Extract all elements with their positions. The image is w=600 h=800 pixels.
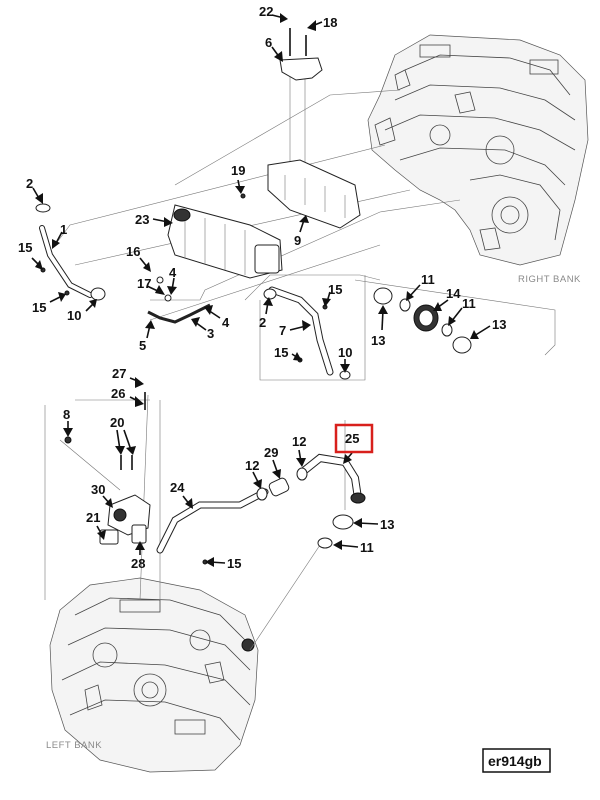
callout-15: 15 xyxy=(274,345,288,360)
clamp-12-left xyxy=(256,487,268,501)
clamp-13-right xyxy=(452,336,472,354)
callout-4: 4 xyxy=(222,315,230,330)
callout-2: 2 xyxy=(26,176,33,191)
bracket-6 xyxy=(279,57,323,81)
lower-egr-assembly xyxy=(64,392,366,565)
callout-12: 12 xyxy=(245,458,259,473)
callout-21: 21 xyxy=(86,510,100,525)
callout-27: 27 xyxy=(112,366,126,381)
clamp-13-lower xyxy=(332,514,354,530)
callout-14: 14 xyxy=(446,286,461,301)
callout-17: 17 xyxy=(137,276,151,291)
callout-3: 3 xyxy=(207,326,214,341)
callout-arrows xyxy=(31,13,491,567)
callout-11: 11 xyxy=(421,272,435,287)
egr-cooler-assembly xyxy=(35,28,472,380)
right-bank-engine-illustration xyxy=(367,34,589,266)
callout-18: 18 xyxy=(323,15,337,30)
callout-1: 1 xyxy=(60,222,67,237)
callout-29: 29 xyxy=(264,445,278,460)
callout-15: 15 xyxy=(32,300,46,315)
clamp-12-right xyxy=(296,467,308,481)
clamp-13-left xyxy=(373,287,393,305)
callout-20: 20 xyxy=(110,415,124,430)
callout-23: 23 xyxy=(135,212,149,227)
left-bank-label: LEFT BANK xyxy=(46,740,102,751)
callout-13: 13 xyxy=(371,333,385,348)
callout-6: 6 xyxy=(265,35,272,50)
callout-25: 25 xyxy=(345,431,359,446)
callout-16: 16 xyxy=(126,244,140,259)
callout-22: 22 xyxy=(259,4,273,19)
pipe-1 xyxy=(39,225,93,298)
callout-30: 30 xyxy=(91,482,105,497)
callout-24: 24 xyxy=(170,480,185,495)
callout-12: 12 xyxy=(292,434,306,449)
callout-19: 19 xyxy=(231,163,245,178)
bracket-9 xyxy=(267,159,361,229)
callout-numbers: 22 18 6 19 2 1 23 9 15 16 4 17 15 10 4 3… xyxy=(18,4,506,571)
callout-11: 11 xyxy=(462,296,476,311)
callout-7: 7 xyxy=(279,323,286,338)
callout-2: 2 xyxy=(259,315,266,330)
highlight-box-25 xyxy=(334,423,374,454)
hose-29 xyxy=(268,477,290,497)
callout-10: 10 xyxy=(67,308,81,323)
callout-15: 15 xyxy=(18,240,32,255)
callout-13: 13 xyxy=(492,317,506,332)
gasket-2-upper xyxy=(35,203,51,213)
callout-15: 15 xyxy=(227,556,241,571)
left-bank-engine-illustration xyxy=(49,577,259,773)
callout-26: 26 xyxy=(111,386,125,401)
right-bank-label: RIGHT BANK xyxy=(518,274,581,285)
diagram-code: er914gb xyxy=(488,753,542,769)
callout-28: 28 xyxy=(131,556,145,571)
seal-11-lower xyxy=(317,537,333,549)
gasket-10-upper xyxy=(90,287,106,301)
gasket-2-mid xyxy=(263,288,277,300)
callout-11: 11 xyxy=(360,540,374,555)
seal-11-left xyxy=(399,298,411,312)
callout-10: 10 xyxy=(338,345,352,360)
callout-5: 5 xyxy=(139,338,146,353)
callout-4: 4 xyxy=(169,265,177,280)
callout-8: 8 xyxy=(63,407,70,422)
gasket-28 xyxy=(131,524,147,544)
callout-15: 15 xyxy=(328,282,342,297)
callout-9: 9 xyxy=(294,233,301,248)
diagram-code-box: er914gb xyxy=(482,748,551,773)
callout-13: 13 xyxy=(380,517,394,532)
seal-11-right xyxy=(441,323,453,337)
